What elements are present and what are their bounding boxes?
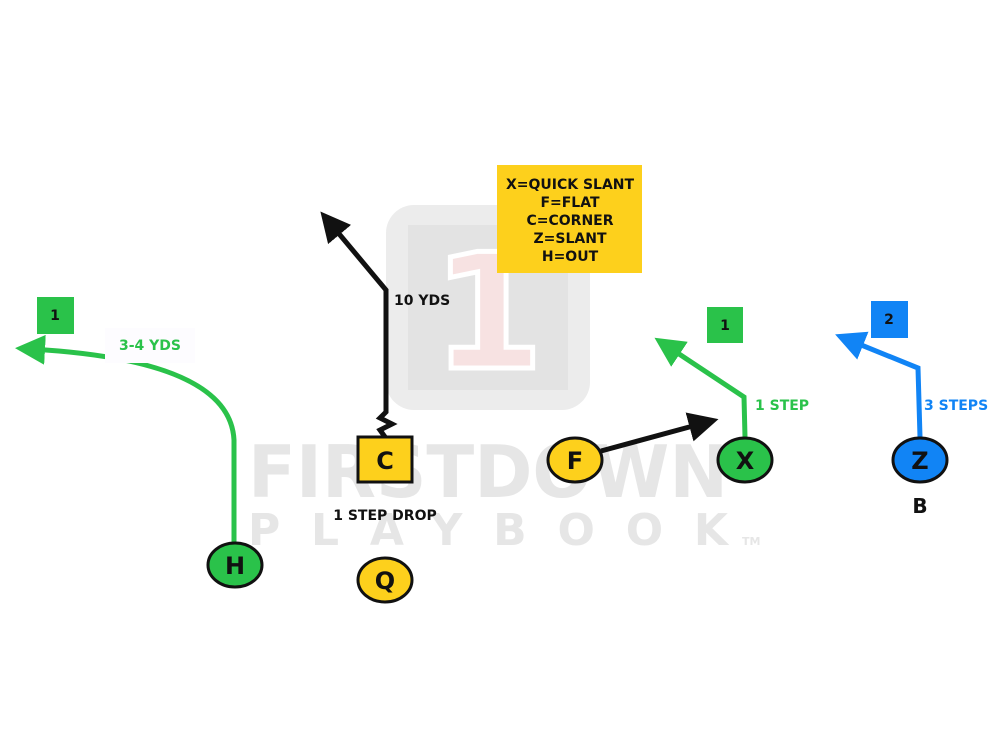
player-c[interactable]: C — [356, 435, 414, 484]
watermark-firstdown: FIRSTDOWN — [248, 430, 728, 514]
c-route-label: 10 YDS — [394, 293, 450, 309]
h-out-route — [15, 334, 237, 545]
read-badge-h — [37, 297, 74, 334]
read-badge-z-text: 2 — [884, 312, 894, 328]
q-drop-label: 1 STEP DROP — [333, 508, 437, 524]
z-route-label: 3 STEPS — [924, 398, 988, 414]
player-q[interactable]: Q — [356, 556, 414, 604]
read-badge-x-text: 1 — [720, 318, 730, 334]
route-legend: X=QUICK SLANT F=FLAT C=CORNER Z=SLANT H=… — [497, 165, 642, 273]
x-slant-route — [654, 337, 748, 438]
player-x[interactable]: X — [716, 436, 774, 484]
read-badge-h-text: 1 — [50, 308, 60, 324]
player-h-label: H — [225, 552, 245, 580]
z-slant-route — [835, 331, 923, 438]
player-z[interactable]: Z — [891, 436, 949, 484]
player-x-label: X — [736, 447, 755, 475]
legend-line: H=OUT — [542, 249, 599, 265]
player-f[interactable]: F — [546, 436, 604, 484]
legend-line: Z=SLANT — [534, 231, 607, 247]
player-f-label: F — [567, 447, 583, 475]
c-corner-route — [320, 211, 398, 439]
read-badge-x — [707, 307, 743, 343]
player-q-label: Q — [375, 567, 395, 595]
legend-line: C=CORNER — [526, 213, 613, 229]
read-badge-z — [871, 301, 908, 338]
h-route-label: 3-4 YDS — [119, 338, 181, 354]
x-route-label: 1 STEP — [755, 398, 809, 414]
f-flat-route — [600, 412, 719, 454]
b-label: B — [912, 494, 927, 518]
player-c-label: C — [376, 447, 394, 475]
watermark-tm: TM — [742, 535, 760, 548]
legend-line: X=QUICK SLANT — [506, 177, 635, 193]
legend-line: F=FLAT — [540, 195, 600, 211]
player-z-label: Z — [911, 447, 928, 475]
player-h[interactable]: H — [206, 541, 264, 589]
